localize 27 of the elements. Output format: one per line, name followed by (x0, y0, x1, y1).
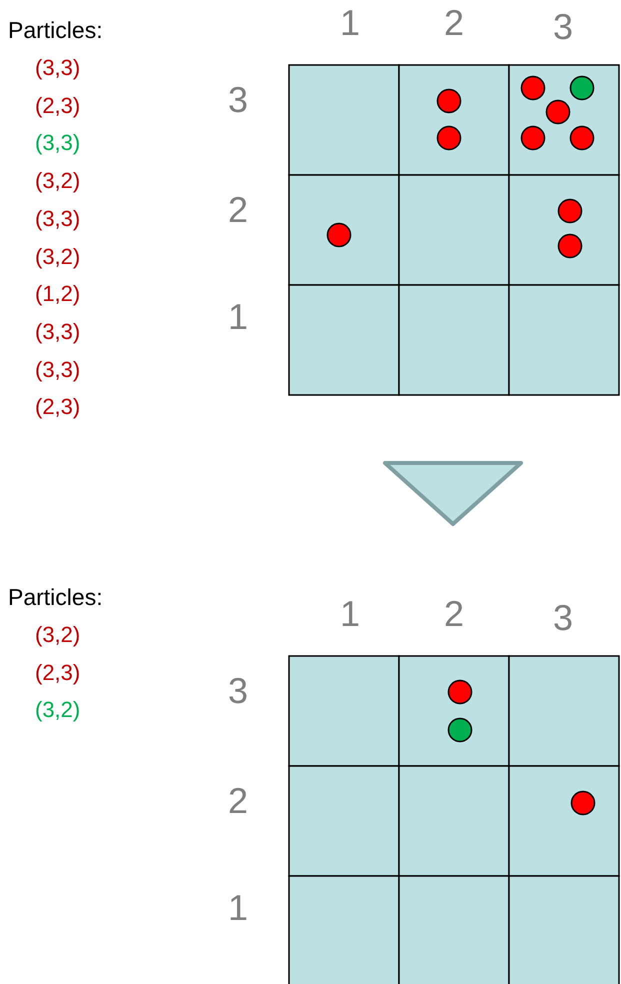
coordinate: (3,2) (35, 246, 80, 268)
coordinate: (3,2) (35, 624, 80, 646)
coordinate: (2,3) (35, 396, 80, 418)
coordinate: (1,2) (35, 283, 80, 306)
coordinate: (3,3) (35, 208, 80, 230)
column-number: 3 (553, 600, 574, 636)
coordinate: (3,3) (35, 320, 80, 343)
coordinate: (3,2) (35, 699, 80, 722)
row-number: 1 (228, 890, 248, 926)
heading: Particles: (8, 18, 103, 42)
row-number: 3 (228, 82, 248, 118)
coordinate: (2,3) (35, 662, 80, 684)
coordinate: (3,3) (35, 57, 80, 79)
row-number: 2 (228, 783, 248, 819)
column-number: 2 (444, 5, 464, 41)
coordinate: (2,3) (35, 94, 80, 117)
column-number: 1 (340, 596, 360, 632)
row-number: 1 (228, 299, 248, 335)
coordinate: (3,2) (35, 170, 80, 192)
row-number: 2 (228, 192, 248, 228)
coordinate: (3,3) (35, 132, 80, 154)
row-number: 3 (228, 673, 248, 709)
heading: Particles: (8, 586, 103, 608)
coordinate: (3,3) (35, 358, 80, 381)
column-number: 1 (340, 5, 360, 41)
column-number: 3 (553, 9, 574, 45)
column-number: 2 (444, 596, 464, 632)
